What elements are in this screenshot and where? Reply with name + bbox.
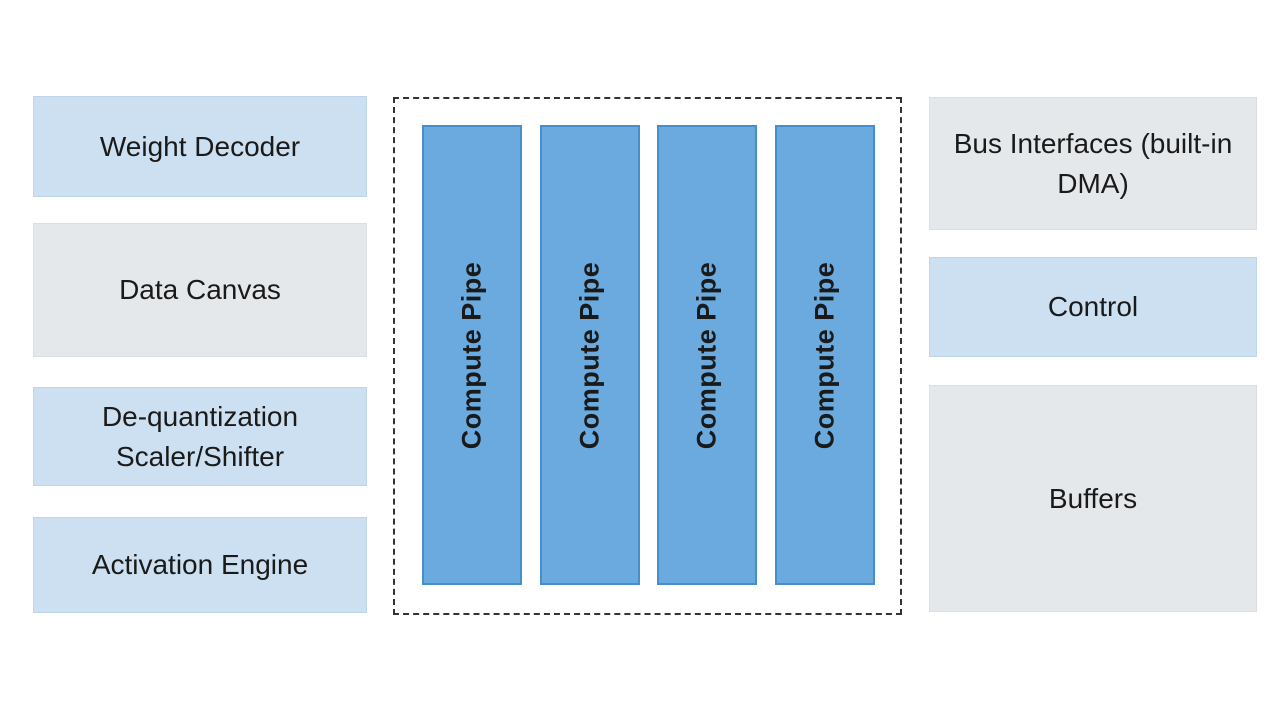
compute-pipe-label: Compute Pipe	[456, 261, 487, 449]
compute-pipe-label: Compute Pipe	[691, 261, 722, 449]
block-label: De-quantization Scaler/Shifter	[101, 400, 299, 472]
block-bus-interfaces: Bus Interfaces (built-in DMA)	[929, 97, 1257, 230]
block-dequantization-scaler-shifter: De-quantization Scaler/Shifter	[33, 387, 367, 486]
block-weight-decoder: Weight Decoder	[33, 96, 367, 197]
block-label: Activation Engine	[91, 549, 309, 581]
block-label: Bus Interfaces (built-in DMA)	[953, 127, 1233, 199]
compute-pipe-3: Compute Pipe	[657, 125, 757, 585]
block-label: Buffers	[1048, 482, 1138, 514]
block-data-canvas: Data Canvas	[33, 223, 367, 357]
compute-pipe-cluster: Compute Pipe Compute Pipe Compute Pipe C…	[393, 97, 902, 615]
compute-pipe-2: Compute Pipe	[540, 125, 640, 585]
compute-pipe-4: Compute Pipe	[775, 125, 875, 585]
block-activation-engine: Activation Engine	[33, 517, 367, 613]
compute-pipe-1: Compute Pipe	[422, 125, 522, 585]
block-buffers: Buffers	[929, 385, 1257, 612]
block-control: Control	[929, 257, 1257, 357]
block-label: Control	[1047, 291, 1139, 323]
compute-pipe-label: Compute Pipe	[574, 261, 605, 449]
block-label: Data Canvas	[119, 274, 281, 306]
block-label: Weight Decoder	[99, 130, 301, 162]
compute-pipe-label: Compute Pipe	[809, 261, 840, 449]
